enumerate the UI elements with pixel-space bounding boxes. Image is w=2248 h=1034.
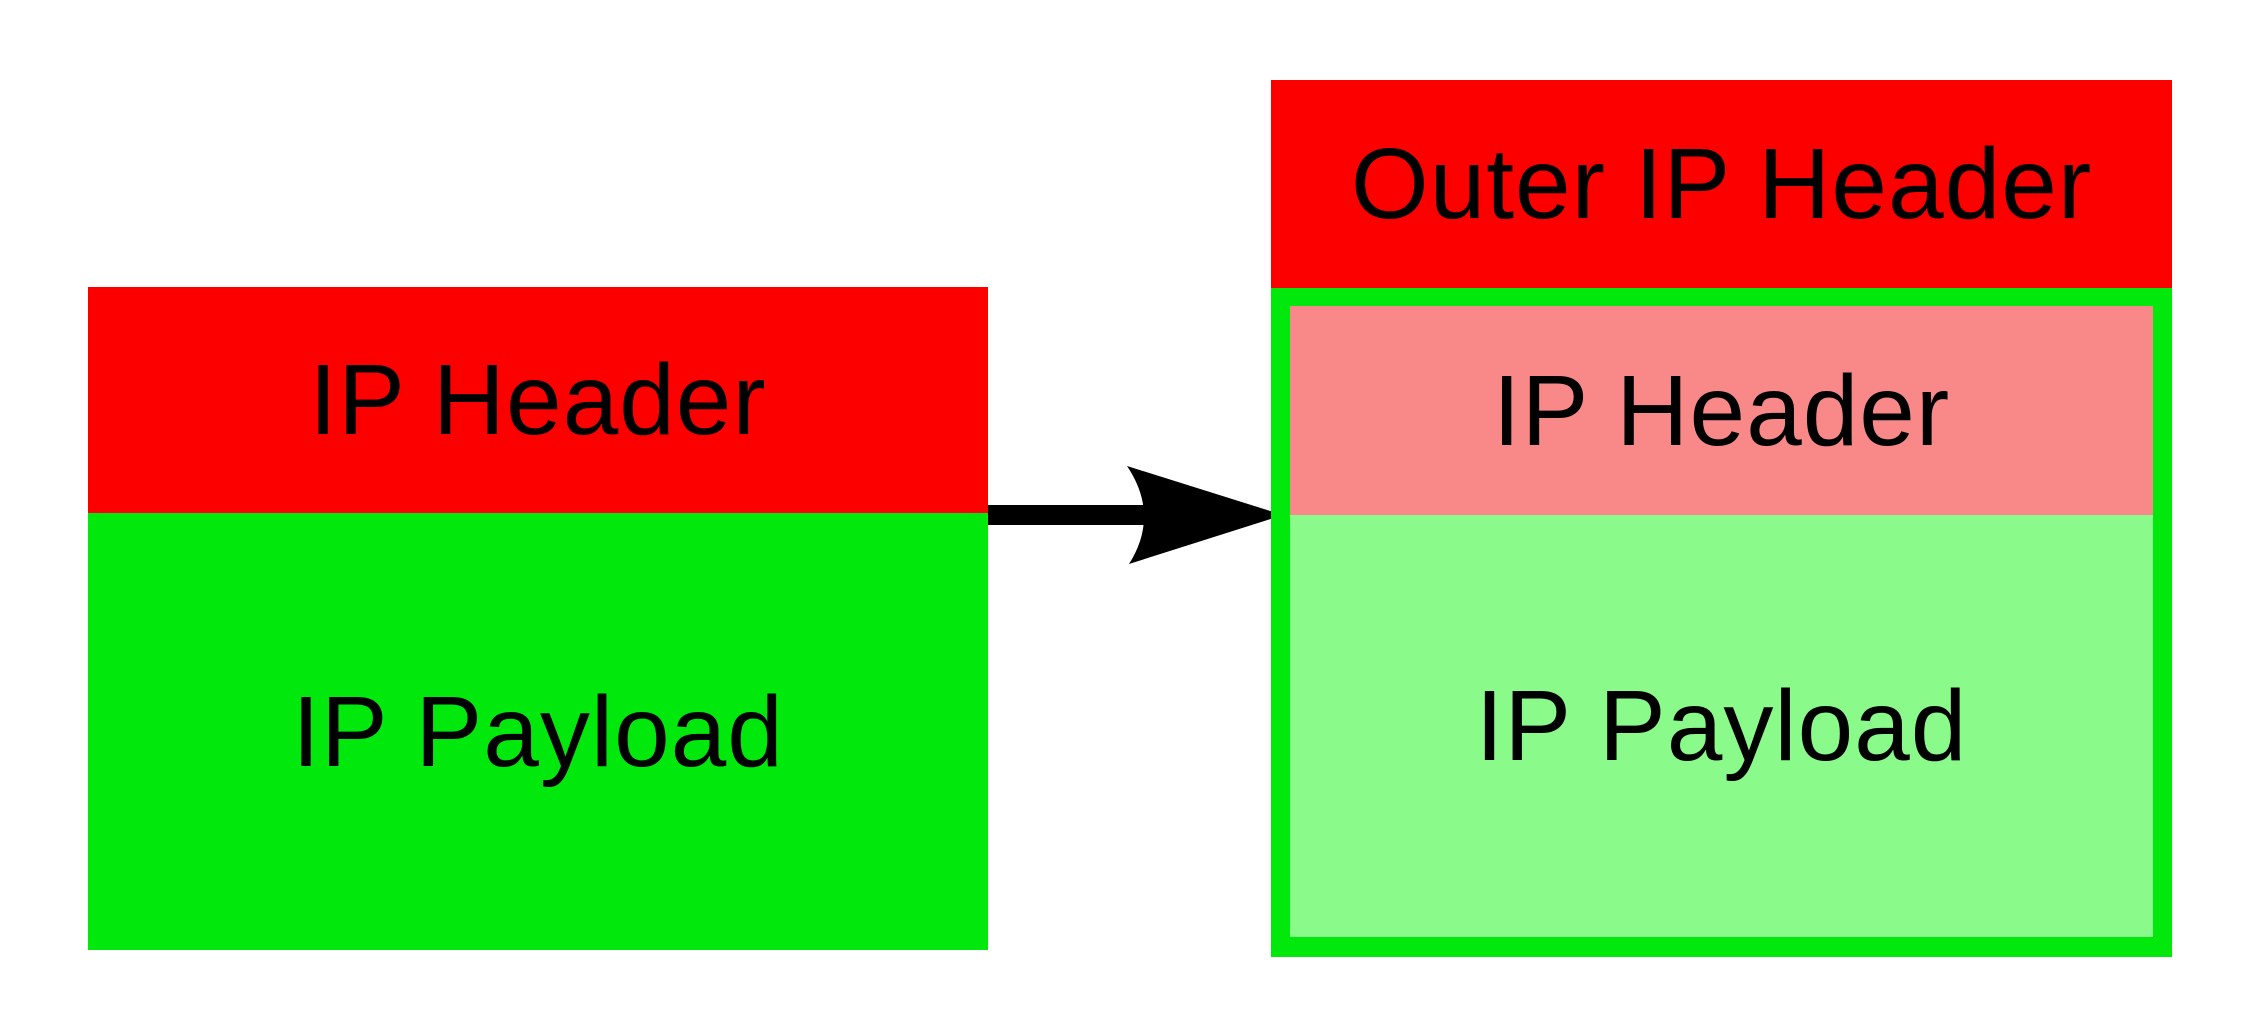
outer-ip-header-section: Outer IP Header	[1271, 80, 2172, 288]
arrow-shaft	[988, 505, 1180, 525]
outer-ip-header-label: Outer IP Header	[1350, 128, 2093, 240]
arrow-head	[1127, 466, 1283, 564]
inner-ip-header-section: IP Header	[1290, 306, 2153, 515]
encapsulation-wrapper: IP Header IP Payload	[1271, 288, 2172, 957]
original-ip-header-section: IP Header	[88, 287, 988, 513]
original-ip-payload-label: IP Payload	[292, 675, 784, 788]
encapsulated-packet: Outer IP Header IP Header IP Payload	[1271, 80, 2172, 957]
inner-ip-payload-label: IP Payload	[1475, 670, 1968, 782]
original-ip-header-label: IP Header	[309, 344, 767, 456]
inner-ip-header-label: IP Header	[1492, 354, 1951, 467]
original-ip-payload-section: IP Payload	[88, 513, 988, 950]
inner-ip-payload-section: IP Payload	[1290, 515, 2153, 937]
original-packet: IP Header IP Payload	[88, 287, 988, 950]
